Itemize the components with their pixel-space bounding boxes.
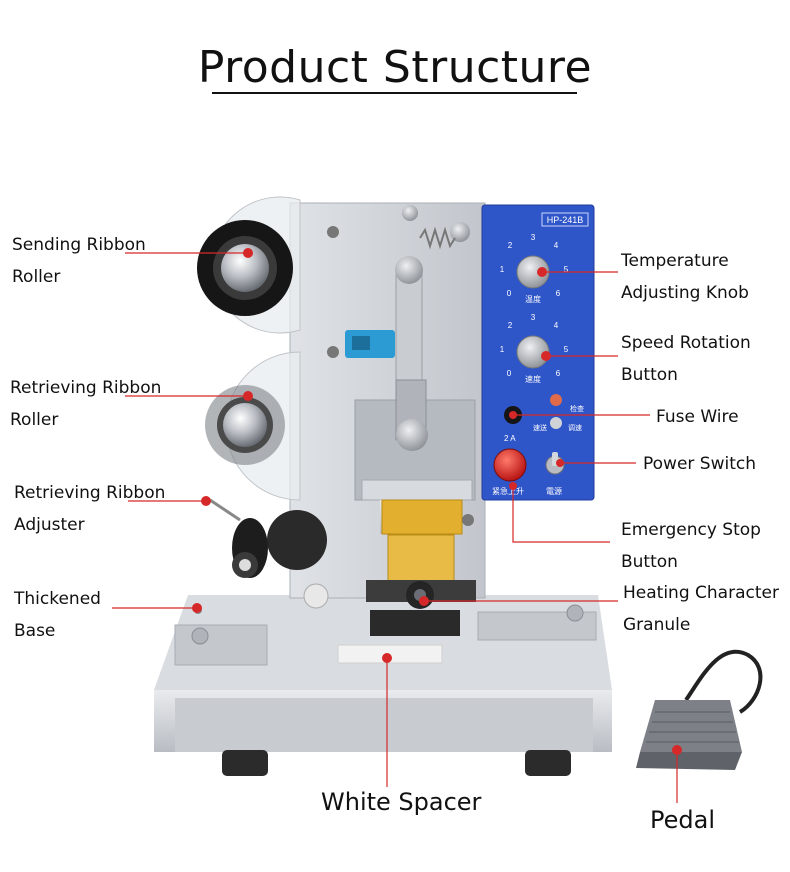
label-thickened-base: Thickened Base xyxy=(14,583,101,647)
adjust-label: 调速 xyxy=(568,423,582,432)
title-underline xyxy=(212,92,577,94)
label-line: Roller xyxy=(12,267,61,287)
label-line: Button xyxy=(621,552,678,572)
label-temperature-knob: Temperature Adjusting Knob xyxy=(621,245,749,309)
label-power-switch: Power Switch xyxy=(643,454,757,474)
label-emergency-stop: Emergency Stop Button xyxy=(621,514,761,578)
label-line: Retrieving Ribbon xyxy=(14,483,166,503)
leader-lines xyxy=(112,252,678,803)
temp-scale-3: 3 xyxy=(531,233,536,242)
speed-scale-4: 4 xyxy=(554,321,559,330)
label-white-spacer: White Spacer xyxy=(321,788,482,816)
label-line: Button xyxy=(621,365,678,385)
speed-scale-6: 6 xyxy=(556,369,561,378)
label-line: Base xyxy=(14,621,56,641)
label-sending-ribbon-roller: Sending Ribbon Roller xyxy=(12,229,146,293)
dot-retrieving-roller xyxy=(243,391,253,401)
speed-scale-2: 2 xyxy=(508,321,513,330)
speed-scale-1: 1 xyxy=(500,345,505,354)
dot-heating xyxy=(419,596,429,606)
estop-caption: 紧急上升 xyxy=(492,486,524,496)
leader-estop xyxy=(512,486,610,543)
ribbon-rollers xyxy=(197,196,301,501)
label-line: Granule xyxy=(623,615,691,635)
dot-estop xyxy=(509,482,517,490)
speed-scale-0: 0 xyxy=(507,369,512,378)
label-line: Emergency Stop xyxy=(621,520,761,540)
label-line: Thickened xyxy=(14,589,101,609)
control-panel xyxy=(481,204,595,501)
dot-base xyxy=(192,603,202,613)
speed-dial-scale: 0 1 2 3 4 5 6 xyxy=(500,313,569,378)
pedal-illustration xyxy=(636,649,763,770)
page-title: Product Structure xyxy=(197,42,593,93)
temp-caption: 温度 xyxy=(525,294,541,304)
label-line: Adjusting Knob xyxy=(621,283,749,303)
leader-dots xyxy=(192,248,682,755)
label-line: Adjuster xyxy=(14,515,85,535)
dot-speed xyxy=(541,351,551,361)
fuse-rating: 2 A xyxy=(504,434,516,443)
label-heating-granule: Heating Character Granule xyxy=(623,577,779,641)
check-label: 检查 xyxy=(570,404,584,413)
label-fuse-wire: Fuse Wire xyxy=(656,407,739,427)
label-line: Sending Ribbon xyxy=(12,235,146,255)
temp-scale-0: 0 xyxy=(507,289,512,298)
label-retrieving-ribbon-adjuster: Retrieving Ribbon Adjuster xyxy=(14,477,165,541)
label-retrieving-ribbon-roller: Retrieving Ribbon Roller xyxy=(10,372,161,436)
label-line: Retrieving Ribbon xyxy=(10,378,162,398)
speed-caption: 速度 xyxy=(525,374,541,384)
label-line: Heating Character xyxy=(623,583,779,603)
temp-scale-6: 6 xyxy=(556,289,561,298)
dot-fuse xyxy=(509,411,517,419)
label-line: Speed Rotation xyxy=(621,333,751,353)
temp-dial-scale: 0 1 2 3 4 5 6 xyxy=(500,233,569,298)
base xyxy=(154,595,612,776)
panel-model: HP-241B xyxy=(547,215,584,225)
label-speed-button: Speed Rotation Button xyxy=(621,327,751,391)
label-line: Roller xyxy=(10,410,59,430)
speed-scale-3: 3 xyxy=(531,313,536,322)
dot-spacer xyxy=(382,653,392,663)
temp-scale-5: 5 xyxy=(564,265,569,274)
machine-body xyxy=(209,202,486,636)
dot-sending-roller xyxy=(243,248,253,258)
label-pedal: Pedal xyxy=(650,806,715,834)
dot-pedal xyxy=(672,745,682,755)
temp-scale-4: 4 xyxy=(554,241,559,250)
power-caption: 電源 xyxy=(546,487,562,496)
dot-temperature xyxy=(537,267,547,277)
label-line: Temperature xyxy=(621,251,729,271)
feed-label: 速送 xyxy=(533,423,547,432)
dot-adjuster xyxy=(201,496,211,506)
speed-scale-5: 5 xyxy=(564,345,569,354)
temp-scale-2: 2 xyxy=(508,241,513,250)
dot-power xyxy=(556,459,564,467)
temp-scale-1: 1 xyxy=(500,265,505,274)
